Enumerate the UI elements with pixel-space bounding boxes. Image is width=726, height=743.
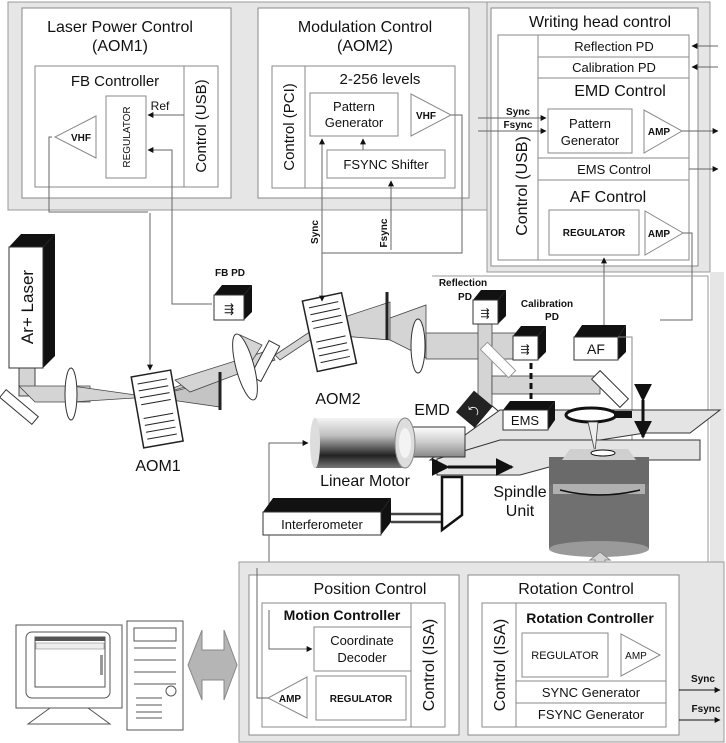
- aom2: AOM2 Sync Fsync: [301, 218, 390, 408]
- ems-label: EMS: [511, 413, 540, 428]
- bidirectional-arrow-icon: [187, 629, 238, 701]
- reflection-pd-label1: Reflection: [439, 278, 487, 289]
- reflection-pd-label2: PD: [458, 292, 472, 303]
- mc-title: Modulation Control: [298, 19, 432, 36]
- pc-regulator: REGULATOR: [330, 694, 393, 705]
- lower-frame: [432, 272, 724, 572]
- pc-amp-icon: [266, 676, 308, 719]
- mirror-icon: [590, 369, 630, 409]
- photodiode-icon: ⇶: [520, 343, 529, 356]
- mirror-icon: [0, 388, 40, 426]
- vhf-amp-icon: [53, 115, 97, 159]
- coord-decoder-line2: Decoder: [337, 650, 387, 665]
- sync-vertical-label: Sync: [310, 220, 321, 244]
- lpc-vhf: VHF: [71, 133, 91, 144]
- optical-path: [0, 292, 630, 431]
- fsync-shifter: FSYNC Shifter: [343, 157, 429, 172]
- whc-pattern-line1: Pattern: [569, 116, 611, 131]
- calibration-pd-row: Calibration PD: [572, 60, 656, 75]
- af-sensor: AF: [573, 325, 633, 440]
- pc-amp: AMP: [279, 694, 302, 705]
- photodiode-icon: ⇶: [480, 307, 489, 320]
- aom1-label: AOM1: [135, 458, 180, 475]
- interferometer-label: Interferometer: [281, 517, 363, 532]
- fsync-out-label: Fsync: [692, 704, 721, 715]
- spindle-label1: Spindle: [493, 484, 546, 501]
- af-label: AF: [587, 341, 605, 357]
- ref-label: Ref: [151, 99, 170, 113]
- mc-pattern-line2: Generator: [325, 115, 384, 130]
- fsync-generator: FSYNC Generator: [538, 707, 645, 722]
- lens-icon: [410, 318, 426, 374]
- whc-pattern-line2: Generator: [561, 133, 620, 148]
- reflection-pd-row: Reflection PD: [574, 39, 653, 54]
- beam-splitter-icon: [479, 341, 517, 379]
- whc-control-usb: Control (USB): [514, 136, 531, 236]
- fb-controller-label: FB Controller: [71, 73, 159, 90]
- rc-control-isa: Control (ISA): [492, 619, 509, 711]
- position-control: Position Control Control (ISA) Motion Co…: [248, 568, 460, 736]
- rotation-controller-label: Rotation Controller: [526, 610, 654, 626]
- reflection-pd: Reflection PD ⇶: [439, 278, 506, 325]
- spindle-unit: Spindle Unit: [493, 449, 649, 574]
- pc-title: Position Control: [314, 581, 427, 598]
- mc-control-pci: Control (PCI): [281, 83, 298, 171]
- fb-pd: FB PD ⇶: [171, 220, 252, 321]
- aom2-label: AOM2: [315, 391, 360, 408]
- laser-label: Ar+ Laser: [18, 270, 37, 345]
- rc-amp-icon: [620, 633, 662, 677]
- levels-label: 2-256 levels: [340, 71, 421, 88]
- whc-title: Writing head control: [529, 14, 671, 31]
- lens-icon: [232, 333, 258, 401]
- linear-motor: Linear Motor: [268, 417, 466, 522]
- ems: EMS: [502, 401, 555, 431]
- calibration-pd: Calibration PD ⇶: [512, 299, 573, 400]
- whc-amp: AMP: [648, 127, 671, 138]
- sync-generator: SYNC Generator: [542, 685, 641, 700]
- whc-fsync-label: Fsync: [504, 120, 533, 131]
- laser-power-control: Laser Power Control (AOM1) FB Controller…: [21, 7, 232, 220]
- whc-amp-icon: [643, 109, 684, 154]
- coord-decoder-line1: Coordinate: [330, 633, 394, 648]
- lpc-regulator: REGULATOR: [122, 106, 133, 167]
- whc-amp2: AMP: [648, 229, 671, 240]
- interferometer: Interferometer: [262, 475, 464, 610]
- mc-vhf: VHF: [416, 111, 436, 122]
- lens-icon: [64, 367, 78, 421]
- mc-pattern-line1: Pattern: [333, 99, 375, 114]
- spindle-label2: Unit: [506, 503, 535, 520]
- fb-pd-label: FB PD: [215, 268, 245, 279]
- calibration-pd-label2: PD: [545, 312, 559, 323]
- calibration-pd-label1: Calibration: [521, 299, 573, 310]
- photodiode-icon: ⇶: [224, 302, 234, 316]
- linear-motor-label: Linear Motor: [320, 473, 410, 490]
- whc-amp2-icon: [644, 210, 684, 256]
- aom1: AOM1: [130, 213, 184, 475]
- whc-sync-label: Sync: [506, 107, 530, 118]
- emd-control-label: EMD Control: [574, 83, 666, 100]
- modulation-control: Modulation Control (AOM2) Control (PCI) …: [257, 7, 470, 265]
- rc-title: Rotation Control: [518, 581, 634, 598]
- fsync-vertical-label: Fsync: [379, 218, 390, 247]
- ems-control-row: EMS Control: [577, 162, 651, 177]
- emd-label: EMD: [414, 402, 450, 419]
- sync-out-label: Sync: [691, 674, 715, 685]
- computer-icon: [15, 620, 238, 731]
- mc-vhf-amp-icon: [410, 93, 453, 137]
- af-control-label: AF Control: [570, 189, 646, 206]
- motion-controller-label: Motion Controller: [284, 607, 401, 623]
- lpc-control-usb: Control (USB): [193, 79, 210, 172]
- writing-head-control: Writing head control Control (USB) Refle…: [478, 7, 719, 325]
- rotation-control: Rotation Control Control (ISA) Rotation …: [467, 574, 721, 736]
- mc-subtitle: (AOM2): [337, 38, 393, 55]
- lpc-subtitle: (AOM1): [92, 38, 148, 55]
- pc-control-isa: Control (ISA): [421, 619, 438, 711]
- objective-lens-icon: [564, 406, 618, 424]
- rc-amp: AMP: [625, 651, 647, 662]
- rc-regulator: REGULATOR: [531, 650, 598, 662]
- ar-laser: Ar+ Laser: [8, 234, 55, 369]
- whc-regulator: REGULATOR: [563, 228, 626, 239]
- lpc-title: Laser Power Control: [47, 19, 193, 36]
